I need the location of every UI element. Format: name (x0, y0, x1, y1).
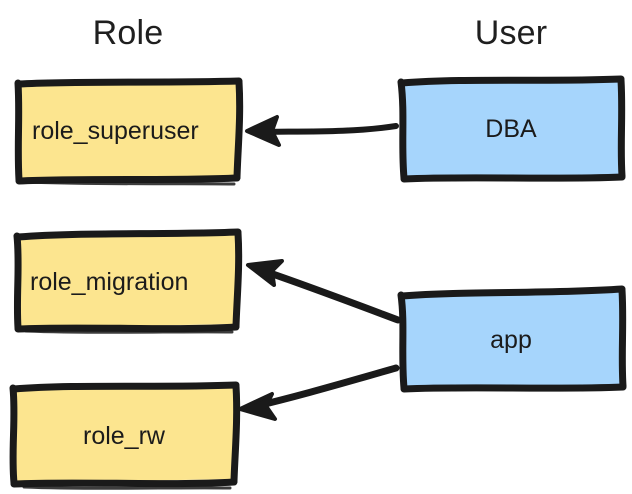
arrowhead-role-superuser (245, 115, 281, 147)
role-migration-shape (13, 228, 243, 334)
role-rw-shape (9, 381, 241, 490)
dba-shape (397, 75, 626, 183)
column-heading-role: Role (92, 14, 164, 52)
role-superuser-shape (14, 77, 244, 186)
edge-dba-to-role-superuser (245, 115, 399, 147)
node-role-rw[interactable]: role_rw (8, 381, 241, 491)
edge-app-to-role-migration (246, 259, 402, 324)
column-heading-user: User (474, 14, 548, 52)
edge-app-to-role-rw (238, 364, 400, 421)
app-shape (397, 285, 627, 393)
arrowhead-role-migration (246, 259, 284, 287)
arrowhead-role-rw (238, 392, 277, 421)
